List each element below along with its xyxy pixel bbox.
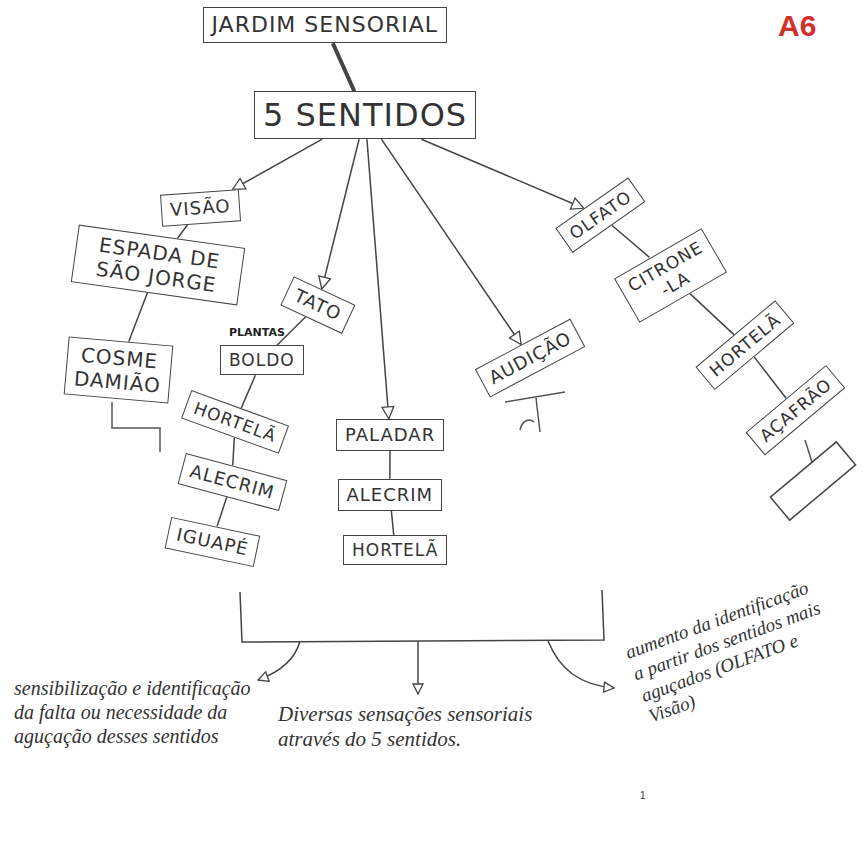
plant-box: ESPADA DE SÃO JORGE	[71, 225, 245, 306]
plant-box: COSME DAMIÃO	[63, 337, 173, 404]
connector	[754, 357, 786, 398]
outcome-note: sensibilização e identificação da falta …	[14, 676, 254, 748]
node-text: ESPADA DE SÃO JORGE	[80, 231, 235, 299]
empty-box	[770, 442, 855, 520]
connector	[367, 139, 389, 419]
plant-box: CITRONE -LA	[614, 228, 727, 322]
connector	[217, 497, 227, 526]
node-text: 5 SENTIDOS	[263, 96, 467, 134]
node-text: JARDIM SENSORIAL	[212, 12, 439, 38]
sense-box: VISÃO	[159, 189, 240, 226]
connector	[232, 139, 322, 189]
sense-box: OLFATO	[555, 177, 645, 253]
node-text: AUDIÇÃO	[485, 327, 575, 389]
connector	[612, 225, 650, 257]
node-text: OLFATO	[565, 186, 635, 244]
node-text: CITRONE -LA	[624, 237, 716, 314]
sheet-id: A6	[778, 8, 816, 44]
node-text: HORTELÃ	[706, 310, 785, 381]
result-arrow	[417, 641, 419, 694]
connector	[389, 451, 391, 479]
connector	[689, 293, 734, 335]
connector	[421, 139, 583, 208]
outcome-note: aumento da identificação a partir dos se…	[622, 575, 841, 729]
group-label: PLANTAS	[229, 326, 285, 339]
plant-box: ALECRIM	[338, 479, 443, 511]
plant-box: ALECRIM	[177, 453, 286, 511]
node-text: HORTELÃ	[191, 398, 279, 447]
node-text: ALECRIM	[347, 484, 434, 506]
leader-line	[112, 402, 160, 452]
connector	[241, 375, 255, 408]
result-arrow	[258, 641, 300, 680]
sense-box: AUDIÇÃO	[475, 318, 586, 397]
page-number: 1	[640, 790, 646, 802]
branch-stub	[505, 392, 565, 432]
connector	[391, 511, 393, 535]
node-text: COSME DAMIÃO	[73, 342, 164, 397]
leader-line	[805, 440, 812, 462]
result-arrow	[548, 641, 614, 688]
outcome-note: Diversas sensações sensoriais através do…	[278, 702, 538, 752]
node-text: ALECRIM	[187, 460, 276, 503]
title-box: JARDIM SENSORIAL	[203, 7, 448, 43]
plant-box: HORTELÃ	[695, 300, 794, 390]
sense-box: PALADAR	[336, 419, 444, 451]
node-text: BOLDO	[229, 350, 295, 370]
node-text: IGUAPÉ	[174, 524, 250, 560]
plant-box: HORTELÃ	[343, 535, 447, 565]
node-text: VISÃO	[169, 195, 231, 221]
plant-box: HORTELÃ	[181, 390, 289, 454]
connector	[322, 139, 359, 289]
category-box: 5 SENTIDOS	[254, 91, 476, 139]
node-text: PALADAR	[345, 424, 435, 446]
connector	[381, 139, 521, 344]
connector	[233, 438, 235, 466]
connector	[177, 225, 187, 239]
connector	[333, 43, 354, 91]
node-text: HORTELÃ	[352, 540, 438, 560]
plant-box: BOLDO	[220, 345, 304, 375]
node-text: AÇAFRÃO	[755, 374, 835, 446]
sense-box: TATO	[280, 276, 355, 333]
node-text: TATO	[291, 285, 345, 326]
connector	[129, 293, 148, 342]
plant-box: AÇAFRÃO	[745, 365, 845, 456]
bracket	[240, 590, 604, 642]
plant-box: IGUAPÉ	[164, 517, 260, 567]
